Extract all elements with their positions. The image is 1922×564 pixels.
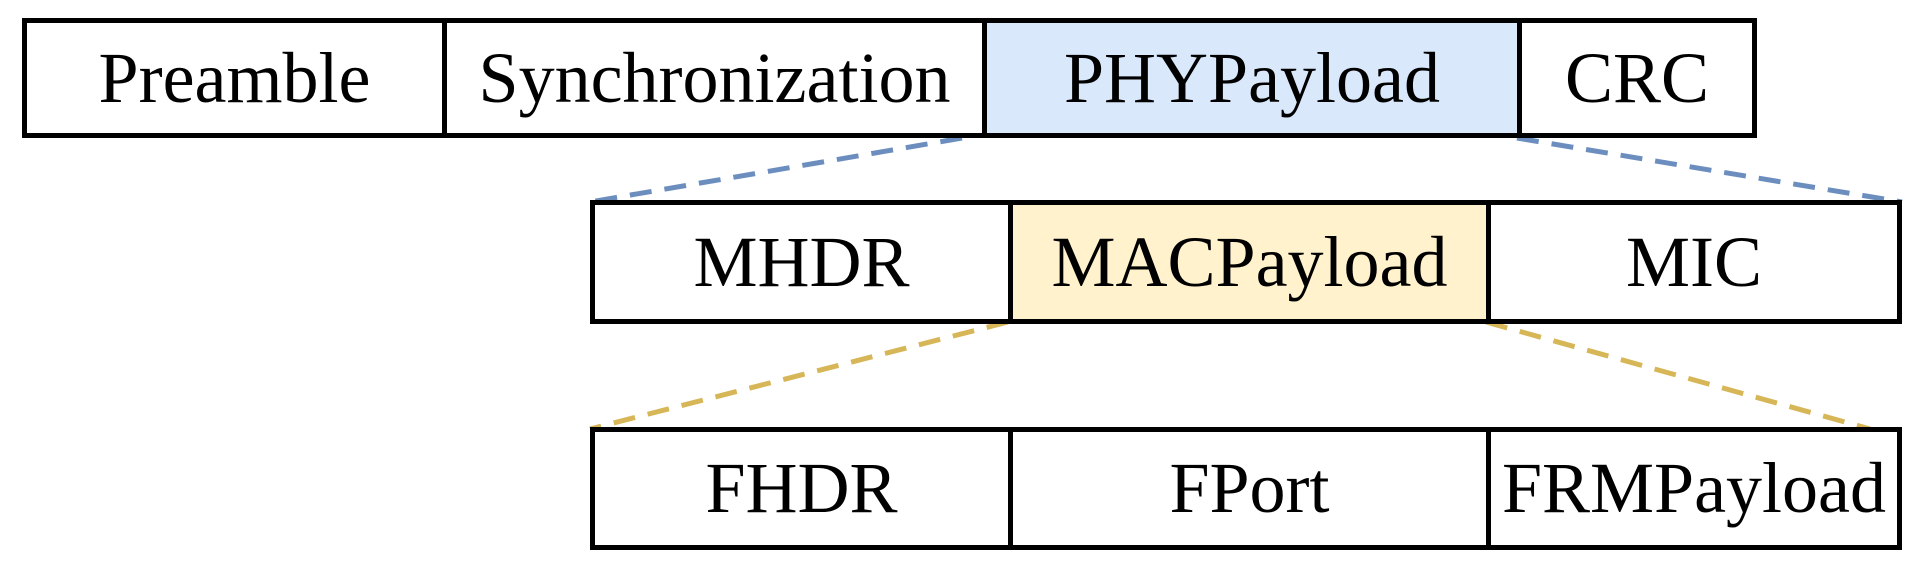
mac-connector-left (589, 319, 1009, 432)
field-phy-payload: PHYPayload (987, 23, 1522, 133)
frame-row: Preamble Synchronization PHYPayload CRC (22, 18, 1757, 138)
field-crc: CRC (1564, 37, 1710, 118)
field-synchronization: Synchronization (447, 23, 987, 133)
mac-connector-right (1485, 319, 1871, 432)
field-fhdr: FHDR (595, 432, 1013, 545)
field-preamble: Preamble (27, 23, 447, 133)
field-frm-payload: FRMPayload (1501, 448, 1887, 528)
field-mac-payload: MACPayload (1013, 205, 1491, 319)
field-mhdr: MHDR (595, 205, 1013, 319)
phy-payload-row: MHDR MACPayload MIC (590, 200, 1902, 324)
phy-connector-left (589, 135, 963, 205)
phy-connector-right (1516, 135, 1903, 205)
mac-payload-row: FHDR FPort FRMPayload (590, 427, 1902, 550)
field-fport: FPort (1013, 432, 1491, 545)
field-mic: MIC (1625, 221, 1763, 302)
